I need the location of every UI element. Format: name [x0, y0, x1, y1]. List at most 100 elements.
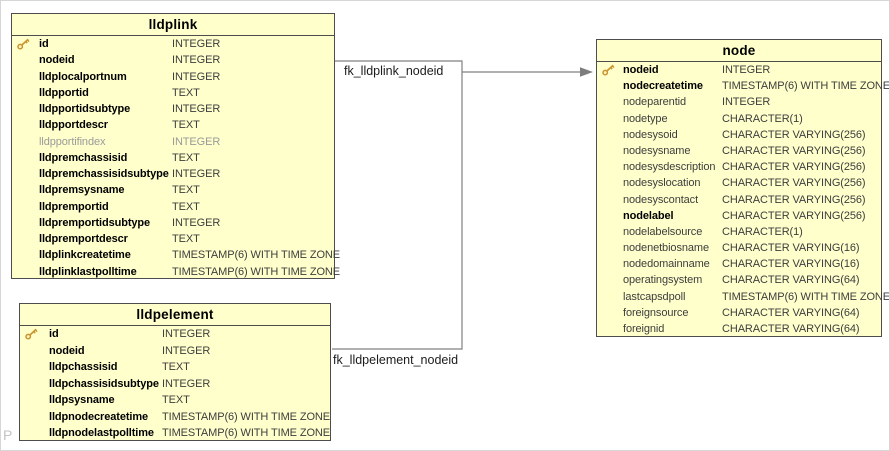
- column-name: nodenetbiosname: [623, 242, 709, 255]
- column-name: lldpremchassisid: [39, 151, 128, 164]
- column-name: lldpnodelastpolltime: [49, 427, 154, 439]
- column-type: INTEGER: [722, 64, 771, 76]
- column-type: INTEGER: [162, 377, 211, 390]
- column-name: nodedomainname: [623, 258, 710, 271]
- column-type: CHARACTER VARYING(16): [722, 242, 860, 255]
- column-name: lldpremchassisidsubtype: [39, 168, 169, 181]
- table-title: node: [597, 40, 881, 62]
- column-row: nodeid INTEGER: [597, 62, 881, 78]
- fk-label-lldpelement-nodeid: fk_lldpelement_nodeid: [333, 353, 459, 367]
- column-name: lldplinkcreatetime: [39, 249, 131, 262]
- column-row: lldpportidsubtype INTEGER: [12, 101, 334, 117]
- column-type: TIMESTAMP(6) WITH TIME ZONE: [722, 290, 890, 303]
- column-row: lldpchassisidsubtype INTEGER: [20, 376, 330, 393]
- table-node[interactable]: node nodeid INTEGER nodecreatetime TIMES…: [596, 39, 889, 337]
- column-row: nodesysdescription CHARACTER VARYING(256…: [597, 159, 881, 175]
- column-name: nodesysdescription: [623, 161, 716, 174]
- column-name: lldplocalportnum: [39, 70, 127, 83]
- column-list: id INTEGER nodeid INTEGER lldpchassisid …: [20, 326, 330, 442]
- column-name: lldpchassisidsubtype: [49, 377, 159, 390]
- column-row: nodelabel CHARACTER VARYING(256): [597, 208, 881, 224]
- column-name: lldpremportidsubtype: [39, 216, 151, 229]
- column-name: lldpportifindex: [39, 135, 106, 148]
- column-type: INTEGER: [172, 216, 221, 229]
- column-type: TEXT: [172, 151, 200, 164]
- column-list: nodeid INTEGER nodecreatetime TIMESTAMP(…: [597, 62, 889, 337]
- column-type: INTEGER: [172, 70, 221, 83]
- column-name: lldpportdescr: [39, 119, 108, 132]
- column-row: lldpportifindex INTEGER: [12, 134, 334, 150]
- column-name: nodeid: [39, 54, 75, 67]
- column-type: CHARACTER VARYING(16): [722, 258, 860, 271]
- column-type: TEXT: [172, 200, 200, 213]
- column-row: lldpsysname TEXT: [20, 392, 330, 409]
- column-name: nodeparentid: [623, 96, 687, 109]
- column-row: lldpnodelastpolltime TIMESTAMP(6) WITH T…: [20, 425, 330, 442]
- fk-connector-path: [332, 60, 463, 350]
- column-type: CHARACTER VARYING(64): [722, 306, 860, 319]
- column-name: lldplinklastpolltime: [39, 265, 137, 278]
- column-name: nodeid: [49, 344, 85, 357]
- table-title: lldpelement: [20, 304, 330, 326]
- fk-arrowhead: [580, 67, 593, 77]
- column-type: INTEGER: [172, 54, 221, 67]
- column-row: nodeid INTEGER: [20, 343, 330, 360]
- column-type: TEXT: [172, 86, 200, 99]
- column-type: INTEGER: [162, 328, 211, 340]
- column-row: nodeparentid INTEGER: [597, 94, 881, 110]
- column-name: lldpportid: [39, 86, 89, 99]
- column-type: CHARACTER VARYING(256): [722, 209, 866, 222]
- column-row: nodesyscontact CHARACTER VARYING(256): [597, 192, 881, 208]
- column-name: nodetype: [623, 112, 668, 125]
- column-type: TEXT: [172, 233, 200, 246]
- fk-label-lldplink-nodeid: fk_lldplink_nodeid: [344, 64, 444, 78]
- column-type: CHARACTER VARYING(256): [722, 128, 866, 141]
- column-row: nodenetbiosname CHARACTER VARYING(16): [597, 240, 881, 256]
- column-name: nodelabelsource: [623, 225, 703, 238]
- column-name: lldpsysname: [49, 394, 115, 406]
- column-row: foreignid CHARACTER VARYING(64): [597, 321, 881, 337]
- column-row: lastcapsdpoll TIMESTAMP(6) WITH TIME ZON…: [597, 289, 889, 305]
- column-name: lldpnodecreatetime: [49, 410, 149, 423]
- column-name: id: [49, 328, 59, 340]
- column-row: lldpremchassisidsubtype INTEGER: [12, 166, 334, 182]
- column-row: nodeid INTEGER: [12, 52, 334, 68]
- column-name: lldpportidsubtype: [39, 103, 131, 116]
- watermark-text: P: [3, 427, 13, 443]
- table-lldplink[interactable]: lldplink id INTEGER nodeid INTEGER: [11, 13, 340, 280]
- primary-key-icon: [602, 64, 616, 76]
- column-type: TIMESTAMP(6) WITH TIME ZONE: [162, 410, 330, 423]
- column-name: lldpremportid: [39, 200, 109, 213]
- column-row: lldplinklastpolltime TIMESTAMP(6) WITH T…: [12, 264, 340, 280]
- column-type: CHARACTER(1): [722, 225, 803, 238]
- column-row: lldpportdescr TEXT: [12, 117, 334, 133]
- column-type: CHARACTER VARYING(256): [722, 177, 866, 190]
- column-row: nodelabelsource CHARACTER(1): [597, 224, 881, 240]
- column-type: CHARACTER VARYING(64): [722, 323, 860, 335]
- column-type: TEXT: [162, 394, 190, 406]
- column-type: CHARACTER(1): [722, 112, 803, 125]
- column-type: CHARACTER VARYING(256): [722, 161, 866, 174]
- column-name: lldpremportdescr: [39, 233, 128, 246]
- column-name: foreignsource: [623, 306, 689, 319]
- column-type: TIMESTAMP(6) WITH TIME ZONE: [172, 265, 340, 278]
- column-row: nodecreatetime TIMESTAMP(6) WITH TIME ZO…: [597, 78, 889, 94]
- column-row: operatingsystem CHARACTER VARYING(64): [597, 272, 881, 288]
- table-lldpelement[interactable]: lldpelement id INTEGER nodeid INTEGER: [19, 303, 331, 441]
- column-type: INTEGER: [172, 135, 221, 148]
- column-row: lldplocalportnum INTEGER: [12, 69, 334, 85]
- column-name: nodesysoid: [623, 128, 678, 141]
- column-row: id INTEGER: [12, 36, 334, 52]
- column-name: nodeid: [623, 64, 659, 76]
- column-list: id INTEGER nodeid INTEGER lldplocalportn…: [12, 36, 340, 280]
- column-row: nodesyslocation CHARACTER VARYING(256): [597, 175, 881, 191]
- column-name: nodesyslocation: [623, 177, 701, 190]
- column-name: nodesysname: [623, 144, 691, 157]
- column-type: TIMESTAMP(6) WITH TIME ZONE: [162, 427, 330, 439]
- column-type: CHARACTER VARYING(256): [722, 144, 866, 157]
- column-name: nodelabel: [623, 209, 674, 222]
- column-type: CHARACTER VARYING(64): [722, 274, 860, 287]
- primary-key-icon: [25, 328, 39, 340]
